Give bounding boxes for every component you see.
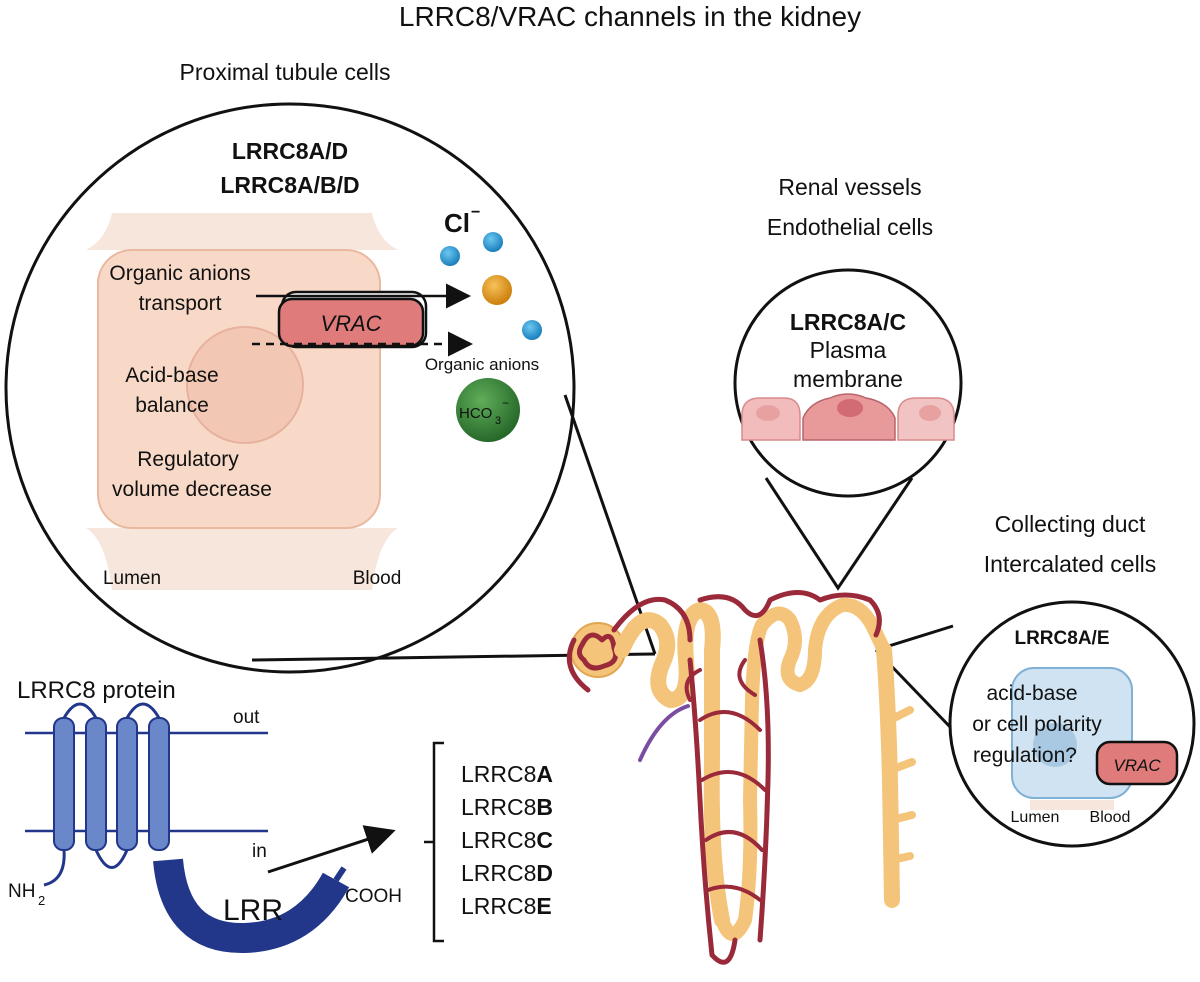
proximal-isoform-2: LRRC8A/B/D [220, 172, 359, 198]
neighbor-cell-collecting [1030, 800, 1114, 810]
afferent-vessel [566, 637, 591, 693]
bicarbonate-subscript: 3 [495, 415, 501, 427]
bicarbonate-superscript: − [502, 396, 509, 410]
membrane-in-label: in [252, 841, 267, 862]
page-title: LRRC8/VRAC channels in the kidney [399, 1, 861, 32]
subunit-item: LRRC8D [461, 860, 553, 886]
collecting-text-3: regulation? [973, 744, 1077, 767]
vasa-recta-cross [698, 710, 767, 902]
n-terminus-tail [43, 849, 66, 887]
transmembrane-helix-3 [116, 717, 138, 851]
nephron-illustration [566, 590, 916, 965]
distal-tubule [793, 597, 891, 692]
glomerulus [576, 632, 619, 671]
function-organic-line1: Organic anions [109, 262, 250, 285]
proximal-zoom-circle [4, 102, 576, 674]
collecting-duct-branches [886, 706, 916, 864]
extracellular-loop-1 [62, 702, 98, 719]
vessels-callout-pointer [764, 477, 914, 591]
subunit-arrow [267, 825, 396, 874]
vrac-label: VRAC [320, 311, 381, 336]
cell-nucleus [186, 326, 304, 444]
protein-heading: LRRC8 protein [17, 677, 176, 704]
proximal-blood-label: Blood [353, 568, 402, 589]
subunit-bracket [424, 741, 444, 943]
neighbor-cell-bottom [86, 528, 398, 590]
extracellular-loop-2 [125, 702, 161, 719]
collecting-text-2: or cell polarity [972, 713, 1102, 736]
chloride-ion-1 [483, 232, 503, 252]
endothelial-nucleus-middle [837, 399, 863, 417]
proximal-lumen-label: Lumen [103, 568, 161, 589]
nh2-subscript: 2 [38, 893, 45, 908]
nh2-label: NH [8, 881, 35, 902]
transmembrane-helix-2 [85, 717, 107, 851]
vasa-recta-right [757, 637, 771, 943]
collecting-heading-1: Collecting duct [995, 511, 1146, 537]
c-terminus-tail [333, 866, 347, 882]
proximal-connector-side [563, 394, 657, 655]
proximal-heading: Proximal tubule cells [180, 59, 391, 85]
vessels-heading-2: Endothelial cells [767, 214, 933, 240]
capillary-network-top [611, 590, 882, 643]
bicarbonate-ion [456, 378, 520, 442]
collecting-vrac-channel [1095, 740, 1179, 786]
vasa-recta-left [687, 657, 738, 965]
neighbor-cell-top [86, 213, 398, 250]
organic-anion-particle [482, 275, 512, 305]
cooh-label: COOH [345, 886, 402, 907]
function-acidbase-line1: Acid-base [125, 364, 218, 387]
vessels-heading-1: Renal vessels [778, 174, 921, 200]
chloride-charge: − [471, 204, 480, 221]
bicarbonate-label: HCO [459, 405, 492, 422]
lrrc8-protein-topology [43, 702, 350, 954]
endothelial-nucleus-right [919, 405, 941, 421]
subunit-item: LRRC8C [461, 827, 553, 853]
lrr-label: LRR [223, 894, 283, 927]
subunit-item: LRRC8A [461, 761, 553, 787]
collecting-blood-label: Blood [1090, 809, 1131, 826]
vessels-isoform: LRRC8A/C [790, 309, 906, 335]
organic-anions-label: Organic anions [425, 355, 539, 374]
chloride-ion-2 [440, 246, 460, 266]
membrane-out-label: out [233, 707, 260, 728]
efferent-vessel [638, 704, 690, 762]
subunit-item: LRRC8B [461, 794, 553, 820]
loop-of-henle [715, 606, 807, 941]
collecting-lumen-label: Lumen [1011, 809, 1060, 826]
function-acidbase-line2: balance [135, 394, 209, 417]
function-rvd-line1: Regulatory [137, 448, 239, 471]
endothelial-cell-middle [802, 393, 896, 441]
function-rvd-line2: volume decrease [112, 478, 272, 501]
chloride-label: Cl [444, 208, 470, 238]
endothelial-nucleus-left [756, 405, 780, 421]
collecting-heading-2: Intercalated cells [984, 551, 1157, 577]
capillary-loops [684, 658, 757, 702]
transmembrane-helix-1 [53, 717, 75, 851]
vessels-location-2: membrane [793, 366, 903, 392]
function-organic-line2: transport [139, 292, 222, 315]
collecting-zoom-circle [948, 600, 1196, 848]
proximal-isoform-1: LRRC8A/D [232, 138, 348, 164]
proximal-tubule [614, 602, 730, 928]
intercalated-nucleus [1033, 723, 1077, 767]
transmembrane-helix-4 [148, 717, 170, 851]
chloride-ion-3 [522, 320, 542, 340]
intracellular-loop-1 [94, 849, 129, 869]
collecting-isoform: LRRC8A/E [1014, 628, 1109, 649]
subunit-item: LRRC8E [461, 893, 552, 919]
vessels-location-1: Plasma [810, 337, 887, 363]
lrr-domain [153, 858, 350, 954]
vessels-zoom-circle [733, 268, 963, 498]
collecting-text-1: acid-base [986, 682, 1077, 705]
subunit-list: LRRC8A LRRC8B LRRC8C LRRC8D LRRC8E [461, 761, 553, 919]
collecting-vrac-label: VRAC [1113, 756, 1161, 775]
vrac-channel [277, 290, 428, 349]
